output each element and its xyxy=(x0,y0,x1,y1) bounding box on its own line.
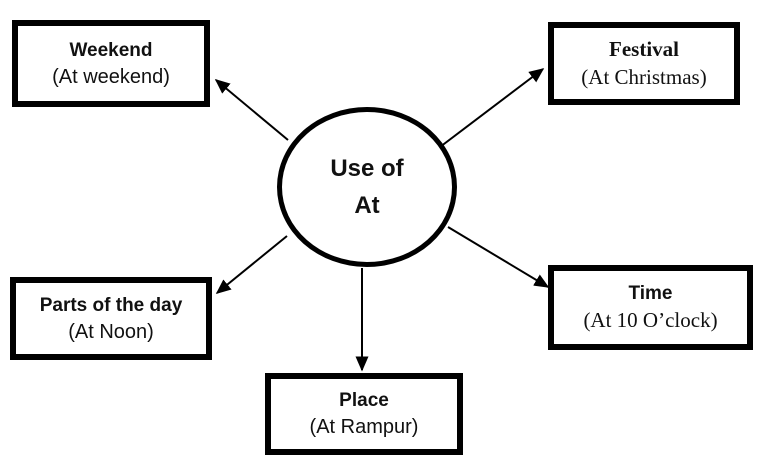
center-node-line2: At xyxy=(354,191,380,219)
node-place-title: Place xyxy=(339,390,389,411)
arrow-to-weekend xyxy=(214,79,289,141)
node-parts-of-the-day-example: (At Noon) xyxy=(68,320,154,343)
node-place-example: (At Rampur) xyxy=(309,416,419,438)
node-parts-of-the-day: Parts of the day (At Noon) xyxy=(10,277,212,360)
node-weekend-title: Weekend xyxy=(69,39,153,61)
arrow-to-festival xyxy=(439,68,545,148)
node-festival-example: (At Christmas) xyxy=(581,65,707,89)
node-time-title: Time xyxy=(628,283,673,304)
node-weekend-example: (At weekend) xyxy=(52,65,170,88)
arrow-to-time xyxy=(447,226,550,288)
node-time-example: (At 10 O’clock) xyxy=(583,308,718,332)
arrow-to-parts-of-the-day xyxy=(215,235,288,294)
center-node-line1: Use of xyxy=(330,154,404,182)
node-parts-of-the-day-title: Parts of the day xyxy=(39,294,183,316)
node-time: Time (At 10 O’clock) xyxy=(548,265,753,350)
node-festival-title: Festival xyxy=(609,37,679,61)
node-weekend: Weekend (At weekend) xyxy=(12,20,210,107)
node-festival: Festival (At Christmas) xyxy=(548,22,740,105)
node-place: Place (At Rampur) xyxy=(265,373,463,455)
center-node-use-of-at: Use of At xyxy=(277,107,457,267)
